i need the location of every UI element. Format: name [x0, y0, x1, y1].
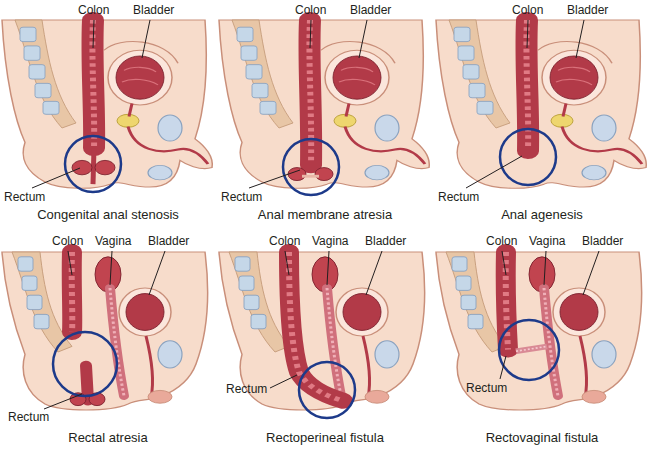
colon-tube — [92, 20, 94, 148]
part-label: Rectum — [466, 381, 507, 395]
highlight-ring — [499, 320, 559, 380]
leader-line — [576, 20, 584, 58]
part-label: Colon — [269, 234, 300, 248]
anal-membrane — [302, 175, 319, 178]
leader-line — [310, 20, 311, 48]
highlight-ring — [500, 129, 556, 185]
anatomy-panel — [2, 20, 212, 188]
part-label: Rectum — [438, 190, 479, 204]
leader-line — [249, 170, 300, 188]
anatomy-panel — [436, 252, 642, 410]
highlight-ring — [283, 139, 339, 195]
part-label: Bladder — [567, 3, 608, 17]
part-label: Colon — [78, 3, 109, 17]
anal-cushion — [72, 160, 92, 174]
leader-line — [500, 356, 506, 379]
panel-caption: Rectal atresia — [68, 430, 147, 445]
highlight-ring — [299, 362, 355, 418]
anatomy-panel — [2, 252, 208, 410]
panel-caption: Anal agenesis — [501, 207, 583, 222]
anatomy-panel — [219, 20, 429, 188]
part-label: Colon — [512, 3, 543, 17]
part-label: Bladder — [350, 3, 391, 17]
part-label: Colon — [486, 234, 517, 248]
leader-line — [285, 251, 289, 275]
leader-line — [270, 375, 297, 388]
colon-texture — [506, 252, 508, 350]
leader-line — [502, 251, 506, 275]
part-label: Vagina — [95, 234, 131, 248]
highlight-rings — [53, 129, 559, 418]
pelvis-base — [2, 20, 212, 188]
panel-caption: Rectovaginal fistula — [486, 430, 599, 445]
leader-line — [44, 394, 82, 409]
anatomy-panel — [436, 20, 646, 188]
colon-tube — [526, 20, 528, 151]
part-label: Colon — [295, 3, 326, 17]
part-label: Bladder — [148, 234, 189, 248]
leader-line — [466, 156, 522, 188]
part-label: Bladder — [582, 234, 623, 248]
part-label: Vagina — [529, 234, 565, 248]
pelvis-base — [436, 20, 646, 188]
pelvis-base — [436, 252, 642, 410]
leader-line — [527, 20, 528, 48]
highlight-ring — [65, 136, 121, 192]
part-label: Rectum — [4, 190, 45, 204]
pelvis-base — [219, 20, 429, 188]
pelvis-base — [219, 252, 425, 410]
colon-tube — [289, 252, 343, 401]
colon-tube — [309, 20, 311, 165]
pelvis-base — [2, 252, 208, 410]
panel-caption: Rectoperineal fistula — [266, 430, 384, 445]
panel-caption: Congenital anal stenosis — [37, 207, 179, 222]
anal-cushion — [315, 168, 333, 181]
leader-line — [32, 168, 80, 188]
narrow-anus — [93, 148, 94, 184]
panel-caption: Anal membrane atresia — [258, 207, 392, 222]
colon-texture — [289, 252, 343, 401]
leader-line — [142, 20, 150, 58]
leader-line — [583, 251, 599, 295]
leader-line — [544, 251, 546, 285]
part-label: Colon — [52, 234, 83, 248]
anal-cushion — [95, 160, 115, 174]
leader-line — [110, 251, 112, 285]
leader-line — [359, 20, 367, 58]
anal-cushion — [288, 168, 306, 181]
part-label: Bladder — [133, 3, 174, 17]
colon-texture — [309, 20, 311, 164]
leader-lines — [32, 20, 599, 409]
leader-line — [149, 251, 165, 295]
part-label: Rectum — [8, 410, 49, 424]
part-label: Rectum — [221, 190, 262, 204]
leader-line — [366, 251, 382, 295]
leader-line — [327, 251, 329, 285]
leader-line — [68, 251, 72, 275]
part-label: Bladder — [365, 234, 406, 248]
fistula-texture — [516, 346, 547, 351]
anatomy-panel — [219, 252, 425, 410]
part-label: Rectum — [226, 382, 267, 396]
fistula-tract — [516, 346, 547, 351]
highlight-ring — [53, 332, 117, 396]
leader-line — [93, 20, 94, 48]
colon-texture — [69, 252, 76, 332]
colon-tube — [506, 252, 508, 350]
colon-tube — [62, 252, 83, 332]
part-label: Vagina — [312, 234, 348, 248]
colon-texture — [92, 20, 94, 148]
